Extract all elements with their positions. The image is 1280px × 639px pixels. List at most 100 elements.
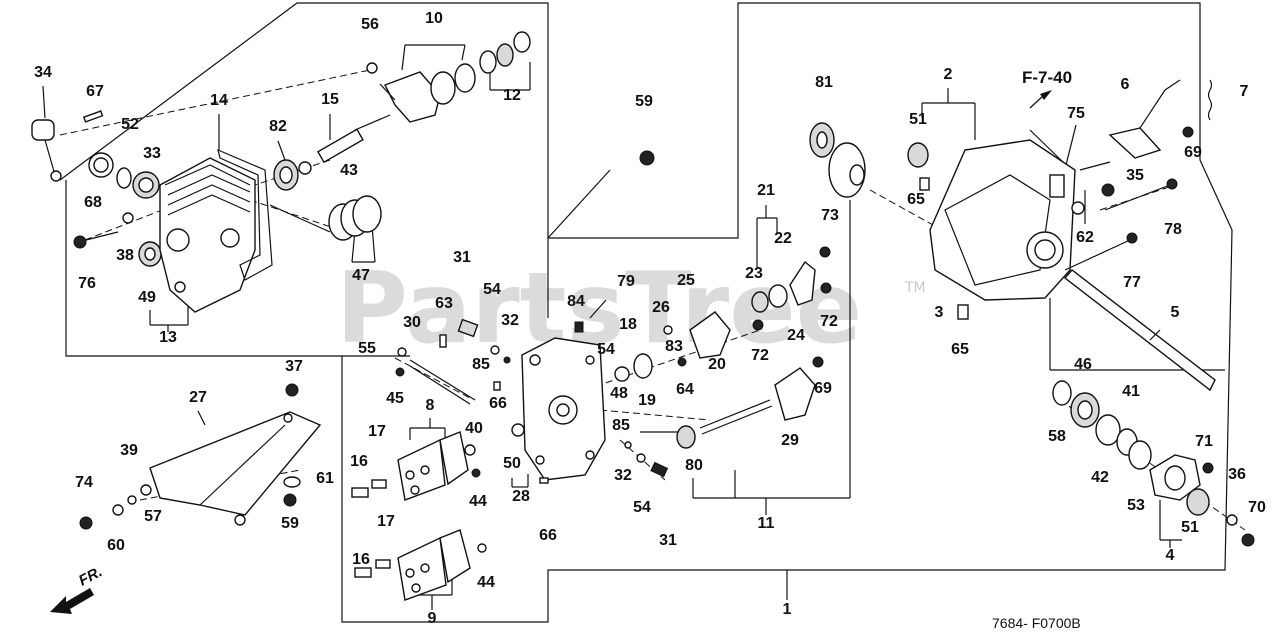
part-56-oring — [366, 62, 378, 74]
part-number-label: 32 — [614, 467, 632, 484]
part-59-nut — [639, 150, 655, 166]
part-81-bearing — [809, 122, 835, 158]
part-number-label: 24 — [787, 327, 805, 344]
part-number-label: 13 — [159, 329, 177, 346]
part-67-pin — [82, 110, 104, 123]
part-number-label: 57 — [144, 508, 162, 525]
part-77-bolt — [1064, 232, 1138, 271]
part-number-label: 8 — [426, 397, 435, 414]
part-38-washer — [122, 212, 134, 224]
part-number-label: 48 — [610, 385, 628, 402]
watermark-tm: TM — [904, 280, 926, 296]
part-number-label: 2 — [944, 66, 953, 83]
part-number-label: 49 — [138, 289, 156, 306]
part-number-label: 42 — [1091, 469, 1109, 486]
part-number-label: 46 — [1074, 356, 1092, 373]
part-number-label: 66 — [539, 527, 557, 544]
part-82-bearing — [273, 159, 299, 191]
part-14-gasket — [217, 148, 273, 281]
part-oring-set — [430, 31, 531, 105]
part-number-label: 62 — [1076, 229, 1094, 246]
part-number-label: 69 — [1184, 144, 1202, 161]
part-number-label: 83 — [665, 338, 683, 355]
assembly-boundary-lines — [59, 2, 1233, 623]
part-shaft-with-80-bearing — [676, 399, 773, 449]
part-number-label: 44 — [477, 574, 495, 591]
part-number-label: 7 — [1240, 83, 1249, 100]
part-number-label: 70 — [1248, 499, 1266, 516]
part-number-label: 60 — [107, 537, 125, 554]
part-number-label: 35 — [1126, 167, 1144, 184]
part-37-bolt — [285, 383, 299, 397]
part-number-label: 71 — [1195, 433, 1213, 450]
part-number-label: 29 — [781, 432, 799, 449]
part-number-label: 1 — [783, 601, 792, 618]
part-number-label: 85 — [472, 356, 490, 373]
part-35-bolt — [1101, 183, 1115, 197]
part-number-label: 59 — [635, 93, 653, 110]
part-number-label: 32 — [501, 312, 519, 329]
part-number-label: 80 — [685, 457, 703, 474]
part-76-bolt — [73, 231, 119, 249]
part-24-plate — [789, 260, 816, 306]
part-number-label: 72 — [751, 347, 769, 364]
part-number-label: 65 — [907, 191, 925, 208]
part-8-pump-rotor — [397, 431, 476, 501]
part-number-label: 40 — [465, 420, 483, 437]
part-number-label: 77 — [1123, 274, 1141, 291]
part-62-washer — [1071, 201, 1085, 215]
part-number-label: 38 — [116, 247, 134, 264]
part-number-label: 33 — [143, 145, 161, 162]
part-number-label: 19 — [638, 392, 656, 409]
part-number-label: 45 — [386, 390, 404, 407]
part-number-label: 18 — [619, 316, 637, 333]
part-23-22-seals — [751, 284, 788, 313]
part-valve-body — [521, 337, 606, 481]
part-number-label: 47 — [352, 267, 370, 284]
part-10-shift-fork-shaft — [379, 71, 441, 123]
part-number-label: 5 — [1171, 304, 1180, 321]
part-42-oring — [1095, 414, 1121, 446]
part-75-bolt — [1079, 161, 1111, 171]
part-number-label: 73 — [821, 207, 839, 224]
part-number-label: 51 — [1181, 519, 1199, 536]
part-number-label: 68 — [84, 194, 102, 211]
part-number-label: 17 — [368, 423, 386, 440]
part-number-label: 31 — [453, 249, 471, 266]
part-number-label: 56 — [361, 16, 379, 33]
part-number-label: 82 — [269, 118, 287, 135]
part-gear-disc — [828, 142, 866, 198]
part-small-hardware-middle — [395, 334, 511, 391]
part-number-label: 50 — [503, 455, 521, 472]
part-number-label: 34 — [34, 64, 52, 81]
part-29-plate — [774, 356, 824, 421]
part-number-label: 72 — [820, 313, 838, 330]
part-number-label: 16 — [350, 453, 368, 470]
part-number-label: 20 — [708, 356, 726, 373]
part-number-label: 10 — [425, 10, 443, 27]
part-71-bolt — [1202, 462, 1214, 474]
part-number-label: 54 — [483, 281, 501, 298]
part-number-label: 31 — [659, 532, 677, 549]
part-43-clip — [298, 161, 312, 175]
part-number-label: 55 — [358, 340, 376, 357]
part-31-30-rod — [409, 318, 479, 405]
part-number-label: 59 — [281, 515, 299, 532]
part-34-shift-arm — [31, 119, 62, 182]
part-27-cover-plate — [149, 411, 322, 526]
part-number-label: 63 — [435, 295, 453, 312]
part-number-label: 61 — [316, 470, 334, 487]
part-58-seal — [1052, 380, 1072, 406]
front-direction-arrow: FR. — [50, 563, 105, 614]
part-number-label: 76 — [78, 275, 96, 292]
part-61-59-nut-washer — [283, 476, 301, 507]
part-number-label: 6 — [1121, 76, 1130, 93]
part-number-label: 85 — [612, 417, 630, 434]
part-number-label: 81 — [815, 74, 833, 91]
part-number-label: 52 — [121, 116, 139, 133]
part-number-label: 74 — [75, 474, 93, 491]
part-number-label: 16 — [352, 551, 370, 568]
